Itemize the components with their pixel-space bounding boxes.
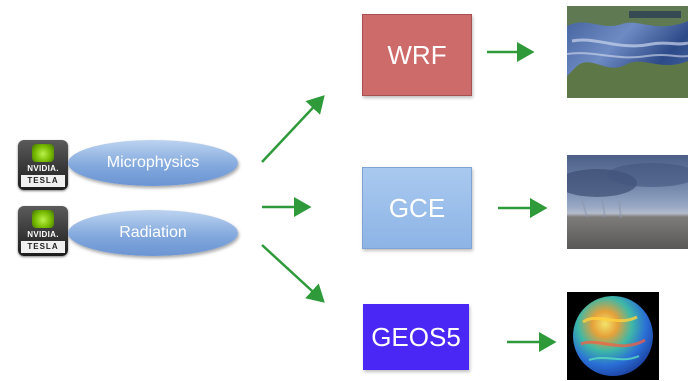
weather-map-drawing xyxy=(567,6,688,98)
badge-brand: NVIDIA. xyxy=(27,230,59,239)
globe-visualization xyxy=(567,292,659,380)
globe-swirls xyxy=(580,315,646,361)
wrf-model-box: WRF xyxy=(362,14,472,96)
badge-product: TESLA xyxy=(21,241,65,253)
nvidia-eye-icon xyxy=(32,144,54,162)
radiation-module: Radiation xyxy=(68,210,238,256)
badge-brand: NVIDIA. xyxy=(27,164,59,173)
arrow-to-geos5 xyxy=(261,244,325,303)
gce-model-box: GCE xyxy=(362,167,472,249)
storm-cloud-drawing xyxy=(567,163,688,219)
arrow-to-wrf xyxy=(261,95,325,163)
microphysics-module: Microphysics xyxy=(68,140,238,186)
nvidia-tesla-badge: NVIDIA. TESLA xyxy=(18,206,68,256)
badge-product: TESLA xyxy=(21,175,65,187)
storm-cloud-photo xyxy=(567,155,688,249)
globe-icon xyxy=(573,296,653,376)
nvidia-eye-icon xyxy=(32,210,54,228)
geos5-model-box: GEOS5 xyxy=(363,304,469,370)
weather-map-image xyxy=(567,6,688,98)
nvidia-tesla-badge: NVIDIA. TESLA xyxy=(18,140,68,190)
